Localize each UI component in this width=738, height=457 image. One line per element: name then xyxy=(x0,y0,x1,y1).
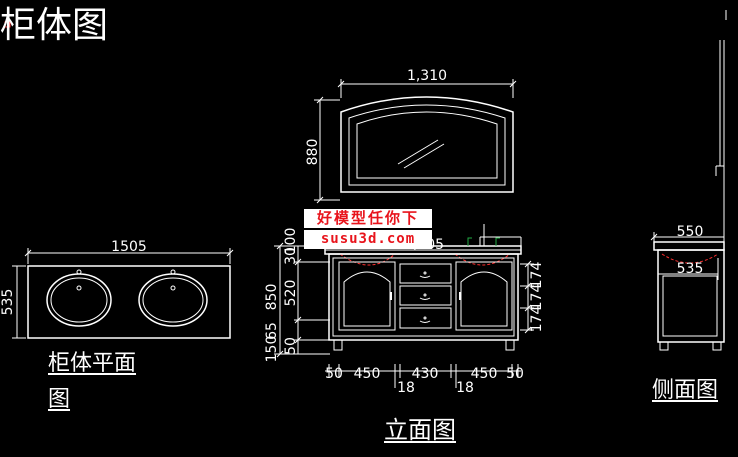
side-leg-left xyxy=(659,342,669,351)
side-panel xyxy=(662,275,718,337)
bottom-dim-430: 430 xyxy=(412,366,439,382)
height-dim-150: 150 xyxy=(264,336,280,363)
drawer-dim-2: 174 xyxy=(529,284,545,311)
mirror-reflection-1 xyxy=(397,139,439,165)
plan-basin-left xyxy=(46,273,112,327)
plan-basin-right xyxy=(138,273,208,327)
cabinet-body xyxy=(328,253,519,341)
watermark-site: susu3d.com xyxy=(304,230,432,249)
height-dim-520: 520 xyxy=(283,280,299,307)
drawer-1 xyxy=(399,263,452,284)
faucet-right xyxy=(495,237,500,246)
bottom-dim-450-left: 450 xyxy=(354,366,381,382)
height-dim-50: 50 xyxy=(283,337,299,355)
mirror-height-label: 880 xyxy=(305,139,321,166)
height-dim-65: 65 xyxy=(264,322,280,340)
door-right xyxy=(455,261,513,331)
main-title: 柜体图 xyxy=(0,5,109,46)
leg-right xyxy=(505,340,515,351)
basin-dash-left xyxy=(339,253,396,266)
leg-left xyxy=(333,340,343,351)
plan-view xyxy=(12,248,234,339)
cabinet-inner-frame xyxy=(332,257,515,337)
side-title: 侧面图 xyxy=(652,378,719,403)
plan-drain-right xyxy=(170,285,176,291)
mirror-glass xyxy=(356,111,498,179)
door-left xyxy=(338,261,396,331)
bottom-dim-50-left: 50 xyxy=(325,366,343,382)
watermark-slogan: 好模型任你下 xyxy=(304,209,432,228)
drawer-3 xyxy=(399,307,452,329)
plan-title-line2: 图 xyxy=(48,387,71,412)
side-view xyxy=(650,40,725,351)
mirror-frame xyxy=(340,96,514,193)
plan-tap-right xyxy=(170,269,176,275)
side-countertop xyxy=(653,241,725,251)
height-dim-850: 850 xyxy=(264,284,280,311)
bottom-dim-50-right: 50 xyxy=(506,366,524,382)
door-left-panel xyxy=(343,271,391,327)
mirror-width-label: 1,310 xyxy=(407,68,447,84)
basin-dash-right xyxy=(454,253,511,266)
height-dim-30: 30 xyxy=(283,247,299,265)
elevation-title: 立面图 xyxy=(384,416,456,444)
origin-marker xyxy=(4,21,11,28)
bottom-sub-dim-18-right: 18 xyxy=(456,380,474,396)
bottom-dim-450-right: 450 xyxy=(471,366,498,382)
plan-basin-right-inner xyxy=(142,277,204,323)
bottom-sub-dim-18-left: 18 xyxy=(397,380,415,396)
plan-basin-left-inner xyxy=(50,277,108,323)
drawer-dim-3: 174 xyxy=(529,306,545,333)
side-leg-right xyxy=(712,342,722,351)
faucet-left xyxy=(467,237,472,246)
side-cabinet xyxy=(657,249,725,343)
height-dim-100: 100 xyxy=(283,228,299,255)
mirror-reflection-2 xyxy=(403,143,445,169)
plan-drain-left xyxy=(76,285,82,291)
drawer-2 xyxy=(399,285,452,306)
side-depth-label: 550 xyxy=(677,224,704,240)
mirror-frame-inner xyxy=(348,104,506,186)
side-basin-dash xyxy=(661,253,719,264)
door-right-panel xyxy=(460,271,508,327)
plan-countertop xyxy=(27,265,231,339)
plan-title-line1: 柜体平面 xyxy=(48,351,137,376)
plan-width-label: 1505 xyxy=(111,239,147,255)
side-inner-label: 535 xyxy=(677,261,704,277)
plan-tap-left xyxy=(76,269,82,275)
plan-depth-label: 535 xyxy=(0,289,16,316)
drawer-dim-1: 174 xyxy=(529,262,545,289)
